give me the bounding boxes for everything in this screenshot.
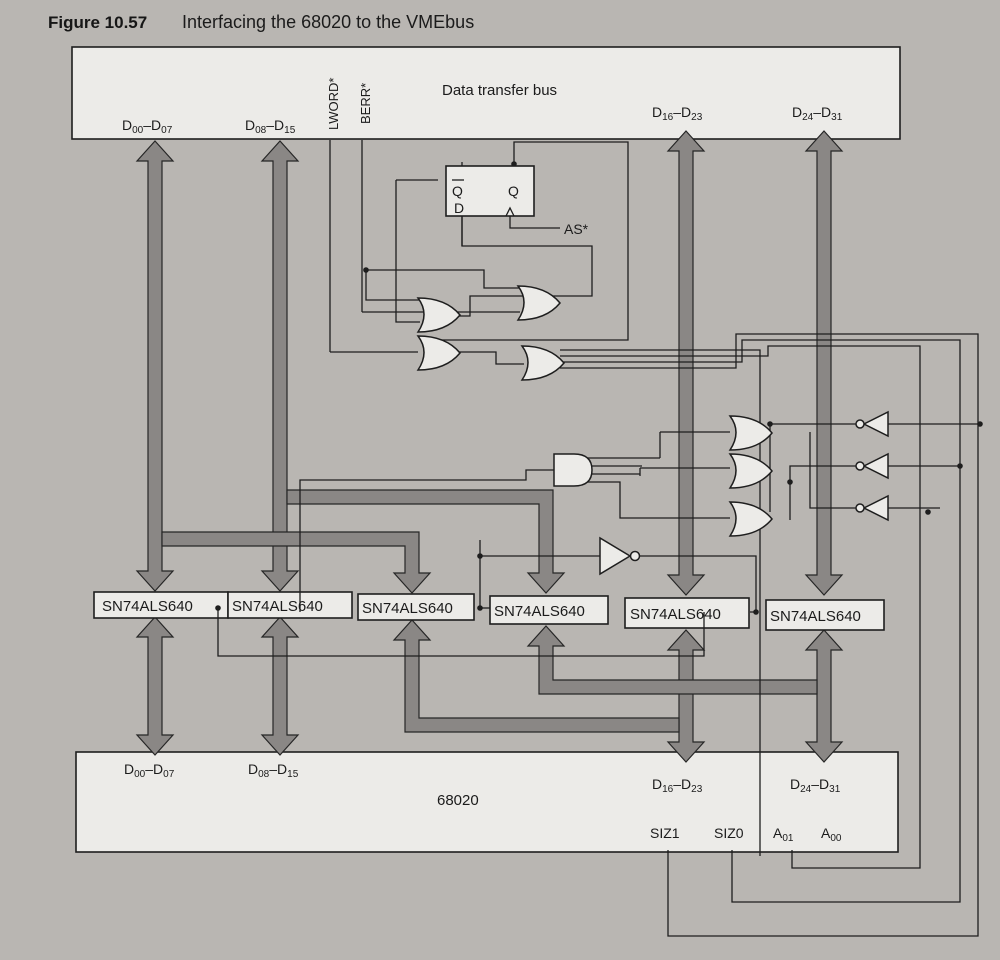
cpu-d24-bus-arrow — [804, 629, 844, 763]
or-gate-3 — [416, 335, 461, 371]
buffer-5: SN74ALS640 — [624, 597, 750, 629]
inverter-1 — [855, 410, 889, 438]
cpu-d16-bus-arrow — [666, 629, 706, 763]
buffer-4: SN74ALS640 — [489, 595, 609, 625]
as-clock-signal-label: AS* — [564, 221, 589, 237]
buffer-3-label: SN74ALS640 — [362, 600, 453, 617]
a01-pin-label: A01 — [773, 825, 794, 844]
wire-junctions — [215, 161, 983, 615]
or-gate-4 — [520, 345, 565, 381]
berr-signal-label: BERR* — [358, 83, 373, 124]
a00-pin-label: A00 — [821, 825, 842, 844]
vme-d24-bus-arrow — [804, 130, 844, 596]
buffer-6-label: SN74ALS640 — [770, 608, 861, 625]
cpu-lane-d08-d15-label: D08–D15 — [248, 761, 299, 780]
or-gate-7 — [728, 501, 773, 537]
buffer-1-label: SN74ALS640 — [102, 598, 193, 615]
buffer-5-label: SN74ALS640 — [630, 606, 721, 623]
vme-lane-d00-d07-label: D00–D07 — [122, 117, 173, 136]
d00-cross-route-to-buffer-3 — [161, 531, 432, 594]
buffer-3: SN74ALS640 — [357, 593, 475, 621]
d-flip-flop: Q Q D — [445, 165, 535, 246]
flip-flop-q-bar-label: Q — [452, 183, 463, 199]
vme-d16-bus-arrow — [666, 130, 706, 596]
figure-title: Interfacing the 68020 to the VMEbus — [182, 12, 474, 32]
d08-cross-route-to-buffer-4 — [286, 489, 566, 594]
inverter-2 — [855, 452, 889, 480]
vme-lane-d24-d31-label: D24–D31 — [792, 104, 843, 123]
figure-number: Figure 10.57 — [48, 13, 147, 32]
control-wiring — [217, 140, 980, 937]
cpu-label: 68020 — [437, 792, 479, 809]
buffer-1: SN74ALS640 — [93, 591, 229, 619]
vme-bus-label: Data transfer bus — [442, 82, 557, 99]
vme-data-transfer-bus — [71, 46, 901, 140]
lword-signal-label: LWORD* — [326, 78, 341, 130]
vme-d00-bus-arrow — [135, 140, 175, 592]
vme-lane-d08-d15-label: D08–D15 — [245, 117, 296, 136]
and-gate — [553, 453, 593, 487]
vme-lane-d16-d23-label: D16–D23 — [652, 104, 703, 123]
buffer-4-route-to-d24 — [526, 625, 818, 695]
buffer-3-route-to-d16 — [392, 619, 680, 733]
cpu-lane-d00-d07-label: D00–D07 — [124, 761, 175, 780]
cpu-lane-d24-d31-label: D24–D31 — [790, 776, 841, 795]
buffer-2: SN74ALS640 — [227, 591, 353, 619]
siz1-pin-label: SIZ1 — [650, 825, 680, 841]
or-gate-1 — [416, 297, 461, 333]
or-gate-6 — [728, 453, 773, 489]
cpu-lane-d16-d23-label: D16–D23 — [652, 776, 703, 795]
siz0-pin-label: SIZ0 — [714, 825, 744, 841]
cpu-d00-bus-arrow — [135, 616, 175, 756]
buffer-2-label: SN74ALS640 — [232, 598, 323, 615]
buffer-6: SN74ALS640 — [765, 599, 885, 631]
flip-flop-q-label: Q — [508, 183, 519, 199]
or-gate-5 — [728, 415, 773, 451]
or-gate-2 — [516, 285, 561, 321]
inverter-3 — [855, 494, 889, 522]
enable-inverter — [599, 536, 641, 576]
vme-d08-bus-arrow — [260, 140, 300, 592]
cpu-68020-box — [75, 751, 899, 853]
flip-flop-d-label: D — [454, 200, 464, 216]
cpu-d08-bus-arrow — [260, 616, 300, 756]
buffer-4-label: SN74ALS640 — [494, 603, 585, 620]
